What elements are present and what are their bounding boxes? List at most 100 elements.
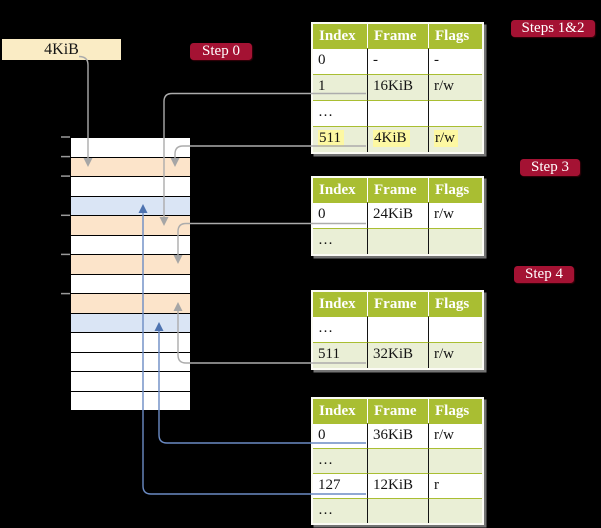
table-row: … <box>313 100 482 126</box>
table-row: 0 - - <box>313 48 482 74</box>
table-cell: r/w <box>428 342 482 368</box>
table-cell: 511 <box>313 342 367 368</box>
table-cell <box>367 100 428 126</box>
step-4-label: Step 4 <box>514 266 574 283</box>
cell-text: 16KiB <box>373 78 414 94</box>
table-cell: 36KiB <box>367 423 428 448</box>
cell-text: - <box>373 52 378 68</box>
memory-frame-row-peach <box>71 254 190 274</box>
column-header-frame: Frame <box>367 292 428 316</box>
column-header-index: Index <box>319 296 356 312</box>
table-cell: 12KiB <box>367 473 428 498</box>
memory-frame-row-white <box>71 138 190 157</box>
step-3-label: Step 3 <box>520 159 580 176</box>
cell-text: 0 <box>318 427 326 443</box>
table-cell: - <box>367 48 428 74</box>
step-0-label: Step 0 <box>190 43 252 60</box>
cell-text: 32KiB <box>373 346 414 362</box>
column-header-frame: Frame <box>367 24 428 48</box>
column-header-flags: Flags <box>428 178 482 202</box>
column-header-flags: Flags <box>428 24 482 48</box>
table-cell: r/w <box>428 74 482 100</box>
address-ticks <box>61 136 70 295</box>
cell-text: 127 <box>318 477 341 493</box>
cell-text: 0 <box>318 206 326 222</box>
cell-text: … <box>318 452 333 468</box>
memory-frame-row-peach <box>71 156 190 176</box>
cell-text: 4KiB <box>373 130 410 147</box>
cell-text: 0 <box>318 52 326 68</box>
cell-text: r/w <box>434 130 458 147</box>
cell-text: … <box>318 232 333 248</box>
cell-text: 24KiB <box>373 206 414 222</box>
memory-frame-row-blue <box>71 312 190 332</box>
column-header-flags: Flags <box>428 399 482 423</box>
table-cell: 4KiB <box>367 126 428 152</box>
table-row: … <box>313 316 482 342</box>
cell-text: r/w <box>434 427 454 443</box>
table-cell <box>428 228 482 254</box>
cell-text: 12KiB <box>373 477 414 493</box>
cell-text: … <box>318 502 333 518</box>
table-row: 127 12KiB r <box>313 473 482 498</box>
table-cell: … <box>313 316 367 342</box>
page-size-box: 4KiB <box>2 39 121 60</box>
table-cell: … <box>313 448 367 473</box>
table-cell: 16KiB <box>367 74 428 100</box>
memory-frame-row-white <box>71 351 190 371</box>
memory-frame-row-blue <box>71 195 190 215</box>
cell-text: r/w <box>434 346 454 362</box>
memory-frame-row-white <box>71 273 190 293</box>
table-row: … <box>313 228 482 254</box>
table-cell: 127 <box>313 473 367 498</box>
table-cell: r <box>428 473 482 498</box>
table-cell: - <box>428 48 482 74</box>
table-cell: 32KiB <box>367 342 428 368</box>
table-row: … <box>313 498 482 523</box>
table-cell <box>428 498 482 523</box>
table-cell: 0 <box>313 423 367 448</box>
memory-frame-row-white <box>71 390 190 410</box>
table-cell: r/w <box>428 126 482 152</box>
memory-frame-row-white <box>71 332 190 352</box>
table-row: 1 16KiB r/w <box>313 74 482 100</box>
table-row: … <box>313 448 482 473</box>
table-cell: r/w <box>428 423 482 448</box>
table-cell <box>428 448 482 473</box>
table-row: 0 36KiB r/w <box>313 423 482 448</box>
cell-text: 511 <box>318 130 344 147</box>
memory-frame-row-white <box>71 371 190 391</box>
column-header-index: Index <box>319 182 356 198</box>
cell-text: … <box>318 320 333 336</box>
memory-frame-row-white <box>71 234 190 254</box>
cell-text: 36KiB <box>373 427 414 443</box>
cell-text: r <box>434 477 439 493</box>
cell-text: 511 <box>318 346 340 362</box>
table-cell: … <box>313 228 367 254</box>
column-header-frame: Frame <box>367 178 428 202</box>
table-cell: 511 <box>313 126 367 152</box>
table-cell: 1 <box>313 74 367 100</box>
table-cell: 0 <box>313 202 367 228</box>
steps-1-2-label: Steps 1&2 <box>511 20 595 37</box>
column-header-flags: Flags <box>428 292 482 316</box>
column-header-index: Index <box>319 403 356 419</box>
column-header-frame: Frame <box>367 399 428 423</box>
table-cell <box>367 316 428 342</box>
table-cell: r/w <box>428 202 482 228</box>
table-cell: 24KiB <box>367 202 428 228</box>
table-row: 511 32KiB r/w <box>313 342 482 368</box>
table-cell <box>428 316 482 342</box>
page-size-label: 4KiB <box>44 41 79 58</box>
table-cell <box>367 228 428 254</box>
table-cell <box>367 498 428 523</box>
column-header-index: Index <box>319 28 356 44</box>
table-cell: … <box>313 498 367 523</box>
